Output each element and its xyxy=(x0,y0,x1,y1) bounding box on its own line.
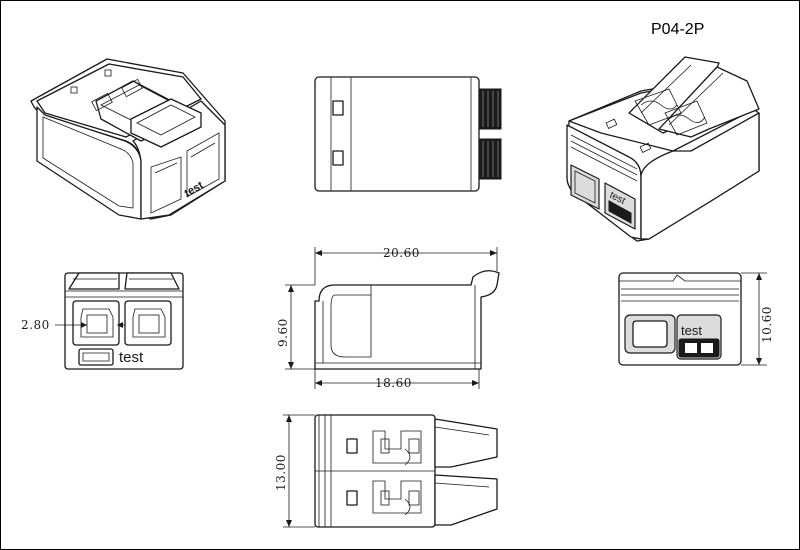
top-side-view xyxy=(314,76,502,192)
dim-base-length: 18.60 xyxy=(375,376,412,390)
top-down-view: 13.00 xyxy=(274,414,498,528)
part-number-title: P04-2P xyxy=(651,21,704,38)
rear-test-label: test xyxy=(681,323,702,338)
dim-slot-pitch: 2.80 xyxy=(21,318,50,332)
rear-view: test 10.60 xyxy=(618,272,774,366)
side-view-dimensioned: 20.60 9.60 18.60 xyxy=(276,246,500,390)
dim-side-height: 10.60 xyxy=(760,306,774,343)
iso-view-rear-right: test xyxy=(566,56,760,242)
dim-height: 9.60 xyxy=(276,318,290,347)
front-test-label: test xyxy=(119,349,144,366)
iso-view-front-left: test xyxy=(30,58,226,220)
dim-width: 13.00 xyxy=(274,454,288,491)
front-view: test 2.80 xyxy=(21,272,184,370)
dim-top-length: 20.60 xyxy=(383,246,420,260)
